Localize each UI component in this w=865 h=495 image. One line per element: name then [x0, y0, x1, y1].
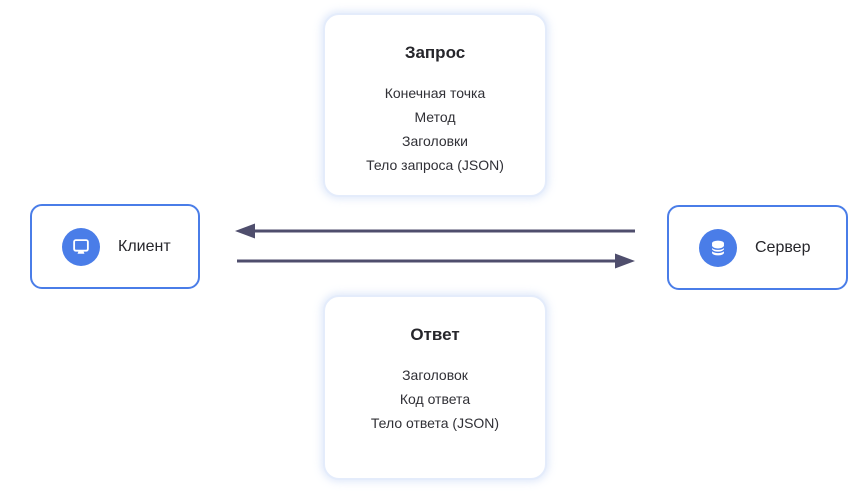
response-card-item: Тело ответа (JSON): [370, 415, 500, 431]
database-icon: [699, 228, 737, 267]
response-card-item: Заголовок: [402, 367, 468, 383]
server-node-label: Сервер: [755, 238, 811, 256]
request-card-item: Тело запроса (JSON): [366, 157, 504, 173]
response-card-title: Ответ: [410, 325, 460, 344]
request-card-item: Заголовки: [401, 133, 468, 149]
request-card-title: Запрос: [404, 43, 466, 62]
request-card-item: Конечная точка: [384, 85, 486, 101]
response-card-items: Заголовок Код ответа Тело ответа (JSON): [325, 363, 545, 435]
arrow-server-to-client: [235, 223, 635, 239]
monitor-icon: [62, 227, 100, 266]
request-card-items: Конечная точка Метод Заголовки Тело запр…: [325, 81, 545, 177]
client-node: Клиент: [30, 204, 200, 289]
server-node: Сервер: [667, 205, 848, 290]
request-card: Запрос Конечная точка Метод Заголовки Те…: [323, 13, 547, 197]
arrow-client-to-server: [237, 253, 635, 269]
arrows-layer: [235, 223, 635, 269]
request-card-item: Метод: [414, 109, 456, 125]
response-card: Ответ Заголовок Код ответа Тело ответа (…: [323, 295, 547, 480]
response-card-item: Код ответа: [399, 391, 471, 407]
client-node-label: Клиент: [118, 237, 171, 255]
